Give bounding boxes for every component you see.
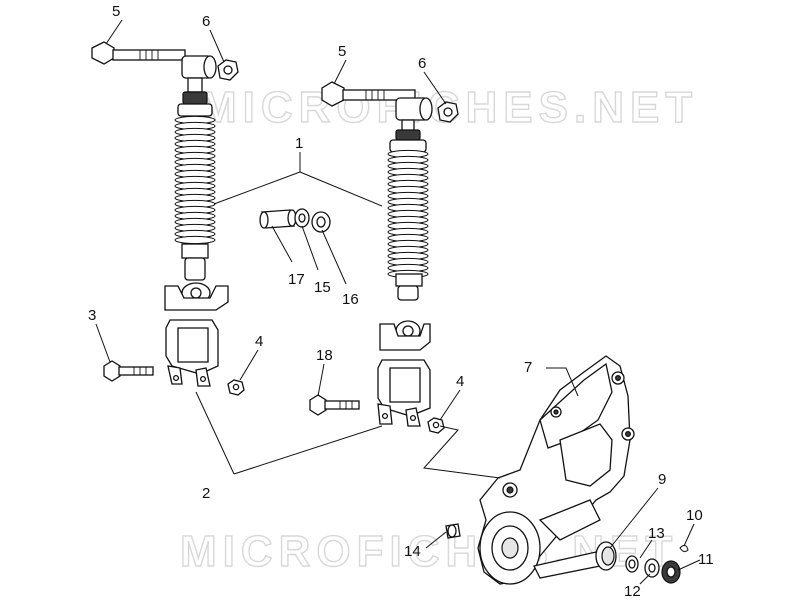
callout-17: 17 (288, 271, 305, 288)
left-top-nut[interactable] (217, 59, 239, 81)
bearing[interactable] (595, 541, 617, 571)
callout-5-right: 5 (338, 43, 346, 60)
callout-3: 3 (88, 307, 96, 324)
spacer-ring[interactable] (625, 555, 639, 573)
left-bracket-bolt[interactable] (103, 360, 154, 382)
callout-14: 14 (404, 543, 421, 560)
callout-5-left: 5 (112, 3, 120, 20)
spacer-tube[interactable] (259, 209, 297, 229)
callout-9: 9 (658, 471, 666, 488)
right-spring (387, 149, 429, 279)
left-spring (174, 115, 216, 245)
left-top-bolt[interactable] (91, 41, 186, 65)
callouts: 5 6 5 6 1 17 15 16 3 4 18 4 7 2 9 10 13 … (88, 3, 714, 600)
right-top-nut[interactable] (437, 101, 459, 123)
clip[interactable] (679, 544, 689, 553)
right-bracket-bolt[interactable] (309, 394, 360, 416)
right-lower-bracket[interactable] (377, 323, 431, 427)
callout-4-left: 4 (255, 333, 263, 350)
leader-lines (95, 19, 701, 585)
left-shock-absorber[interactable] (91, 41, 245, 396)
callout-18: 18 (316, 347, 333, 364)
callout-2: 2 (202, 485, 210, 502)
callout-11: 11 (698, 551, 714, 568)
right-bracket-nut[interactable] (427, 417, 445, 434)
grommet[interactable] (445, 523, 461, 539)
right-shock-absorber[interactable] (309, 81, 459, 434)
spacer-washer[interactable] (294, 208, 310, 228)
callout-12: 12 (624, 583, 641, 600)
callout-10: 10 (686, 507, 703, 524)
callout-16: 16 (342, 291, 359, 308)
right-top-bolt[interactable] (321, 81, 416, 107)
callout-15: 15 (314, 279, 331, 296)
callout-1: 1 (295, 135, 303, 152)
spring-coil (174, 235, 216, 245)
callout-6-left: 6 (202, 13, 210, 30)
callout-4-right: 4 (456, 373, 464, 390)
left-lower-bracket[interactable] (164, 285, 229, 387)
left-bracket-nut[interactable] (227, 379, 245, 396)
callout-6-right: 6 (418, 55, 426, 72)
callout-13: 13 (648, 525, 665, 542)
washer[interactable] (644, 558, 660, 578)
spacer-set[interactable] (259, 208, 331, 233)
callout-7: 7 (524, 359, 532, 376)
knurled-nut[interactable] (661, 560, 681, 584)
swingarm-bracket[interactable] (477, 355, 635, 585)
spacer-bushing[interactable] (311, 211, 331, 233)
